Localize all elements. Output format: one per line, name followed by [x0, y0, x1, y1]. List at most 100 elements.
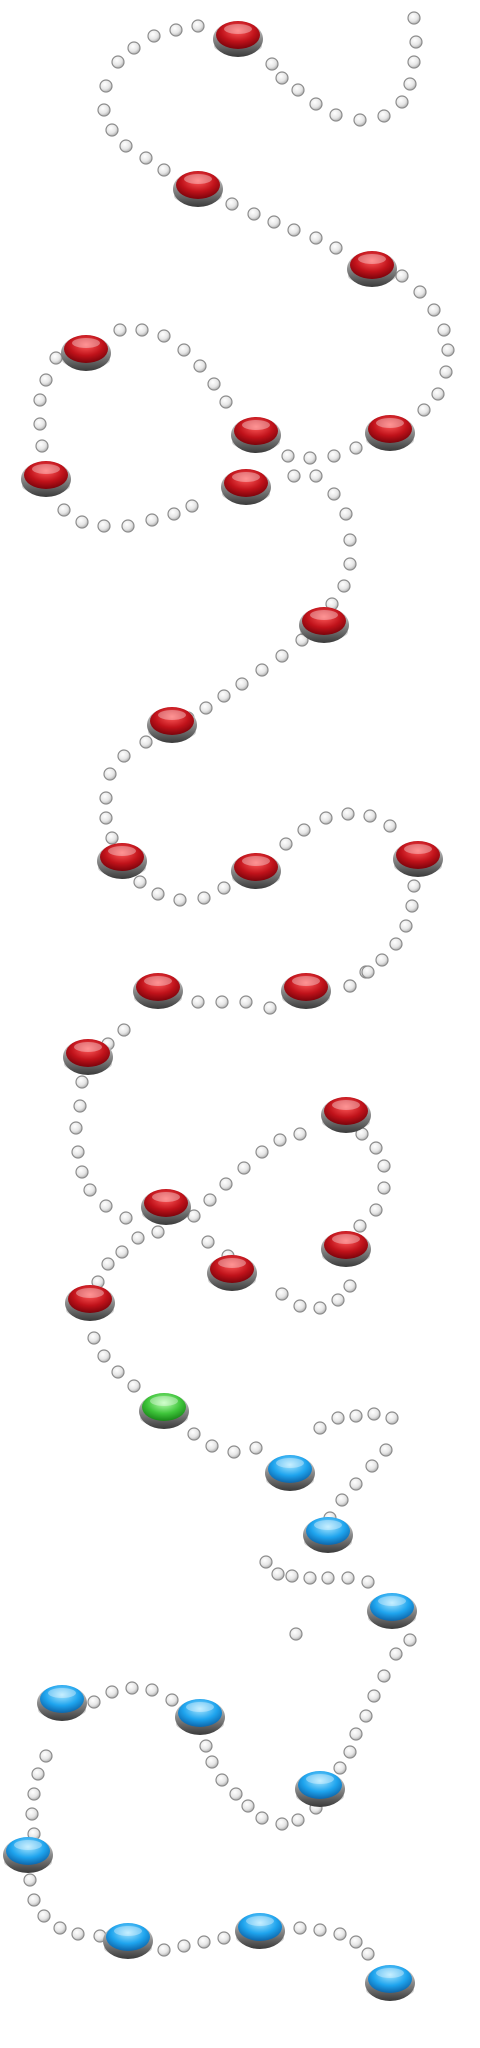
red-level-button-icon[interactable] — [207, 1255, 257, 1291]
path-dot-icon — [97, 519, 111, 533]
path-dot-icon — [111, 1365, 125, 1379]
green-level-button-icon[interactable] — [139, 1393, 189, 1429]
red-level-button-icon[interactable] — [97, 843, 147, 879]
path-dot-icon — [293, 1127, 307, 1141]
path-dot-icon — [83, 1183, 97, 1197]
red-level-button-icon[interactable] — [141, 1189, 191, 1225]
path-dot-icon — [247, 207, 261, 221]
path-dot-icon — [377, 1181, 391, 1195]
red-level-button-icon[interactable] — [231, 853, 281, 889]
path-dot-icon — [367, 1407, 381, 1421]
red-level-button-icon[interactable] — [133, 973, 183, 1009]
path-dot-icon — [259, 1555, 273, 1569]
path-dot-icon — [331, 1411, 345, 1425]
path-dot-icon — [385, 1411, 399, 1425]
path-dot-icon — [173, 893, 187, 907]
path-dot-icon — [331, 1293, 345, 1307]
blue-level-button-icon[interactable] — [303, 1517, 353, 1553]
path-dot-icon — [151, 887, 165, 901]
red-level-button-icon[interactable] — [321, 1097, 371, 1133]
path-dot-icon — [115, 1245, 129, 1259]
path-dot-icon — [289, 1627, 303, 1641]
path-dot-icon — [273, 1133, 287, 1147]
path-dot-icon — [321, 1571, 335, 1585]
path-dot-icon — [403, 1633, 417, 1647]
red-level-button-icon[interactable] — [299, 607, 349, 643]
blue-level-button-icon[interactable] — [365, 1965, 415, 2001]
path-dot-icon — [275, 1287, 289, 1301]
path-dot-icon — [343, 1279, 357, 1293]
path-dot-icon — [275, 649, 289, 663]
path-dot-icon — [389, 937, 403, 951]
path-dot-icon — [343, 979, 357, 993]
path-dot-icon — [73, 1099, 87, 1113]
path-dot-icon — [285, 1569, 299, 1583]
path-dot-icon — [113, 323, 127, 337]
path-dot-icon — [363, 809, 377, 823]
red-level-button-icon[interactable] — [221, 469, 271, 505]
path-dot-icon — [383, 819, 397, 833]
path-dot-icon — [297, 823, 311, 837]
path-dot-icon — [255, 1145, 269, 1159]
path-dot-icon — [165, 1693, 179, 1707]
path-dot-icon — [389, 1647, 403, 1661]
path-dot-icon — [99, 791, 113, 805]
path-dot-icon — [117, 749, 131, 763]
path-dot-icon — [333, 1761, 347, 1775]
path-dot-icon — [119, 1211, 133, 1225]
path-dot-icon — [33, 393, 47, 407]
red-level-button-icon[interactable] — [321, 1231, 371, 1267]
red-level-button-icon[interactable] — [61, 335, 111, 371]
red-level-button-icon[interactable] — [65, 1285, 115, 1321]
blue-level-button-icon[interactable] — [367, 1593, 417, 1629]
path-dot-icon — [97, 103, 111, 117]
path-dot-icon — [377, 1159, 391, 1173]
path-dot-icon — [343, 1745, 357, 1759]
blue-level-button-icon[interactable] — [103, 1923, 153, 1959]
path-dot-icon — [177, 1939, 191, 1953]
path-dot-icon — [105, 831, 119, 845]
path-dot-icon — [329, 108, 343, 122]
path-dot-icon — [215, 1773, 229, 1787]
blue-level-button-icon[interactable] — [235, 1913, 285, 1949]
path-dot-icon — [407, 11, 421, 25]
path-dot-icon — [169, 23, 183, 37]
path-dot-icon — [295, 633, 309, 647]
path-dot-icon — [197, 891, 211, 905]
blue-level-button-icon[interactable] — [295, 1771, 345, 1807]
path-dot-icon — [119, 139, 133, 153]
path-dot-icon — [405, 899, 419, 913]
red-level-button-icon[interactable] — [213, 21, 263, 57]
path-dot-icon — [309, 231, 323, 245]
path-dot-icon — [379, 1443, 393, 1457]
path-dot-icon — [199, 1739, 213, 1753]
red-level-button-icon[interactable] — [147, 707, 197, 743]
path-dot-icon — [313, 1923, 327, 1937]
path-dot-icon — [309, 469, 323, 483]
path-dot-icon — [225, 197, 239, 211]
path-dot-icon — [191, 995, 205, 1009]
blue-level-button-icon[interactable] — [3, 1837, 53, 1873]
red-level-button-icon[interactable] — [63, 1039, 113, 1075]
path-dot-icon — [147, 29, 161, 43]
blue-level-button-icon[interactable] — [265, 1455, 315, 1491]
red-level-button-icon[interactable] — [21, 461, 71, 497]
path-dot-icon — [215, 995, 229, 1009]
path-dot-icon — [303, 1571, 317, 1585]
blue-level-button-icon[interactable] — [175, 1699, 225, 1735]
path-dot-icon — [367, 1689, 381, 1703]
red-level-button-icon[interactable] — [231, 417, 281, 453]
red-level-button-icon[interactable] — [365, 415, 415, 451]
red-level-button-icon[interactable] — [347, 251, 397, 287]
path-dot-icon — [157, 163, 171, 177]
path-dot-icon — [313, 1421, 327, 1435]
path-dot-icon — [187, 1427, 201, 1441]
blue-level-button-icon[interactable] — [37, 1685, 87, 1721]
red-level-button-icon[interactable] — [393, 841, 443, 877]
red-level-button-icon[interactable] — [173, 171, 223, 207]
path-dot-icon — [203, 1193, 217, 1207]
path-dot-icon — [369, 1203, 383, 1217]
red-level-button-icon[interactable] — [281, 973, 331, 1009]
level-buttons — [3, 21, 443, 2001]
